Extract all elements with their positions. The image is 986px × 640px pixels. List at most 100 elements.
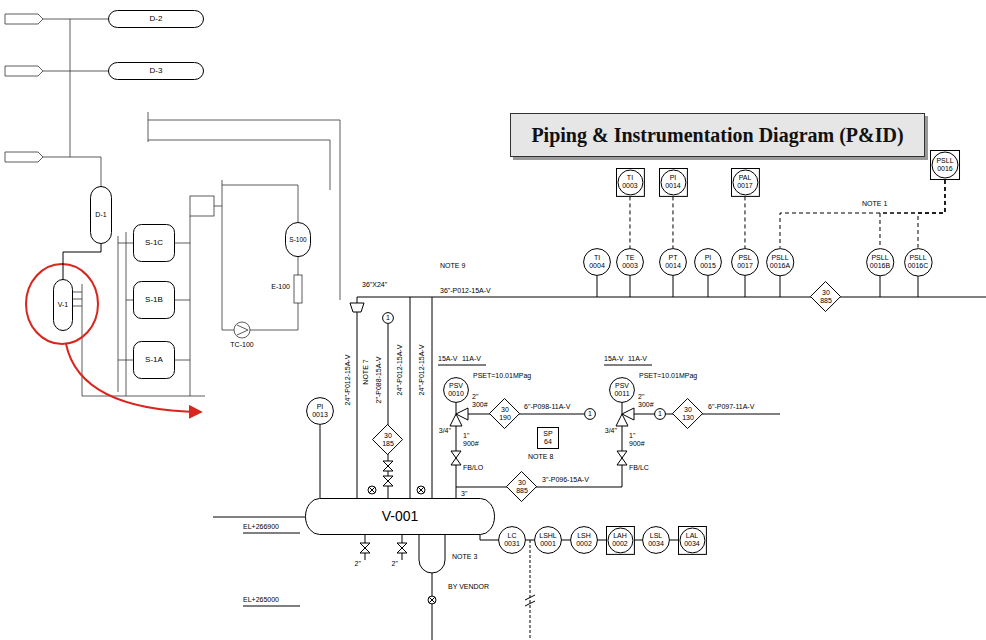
diagram-title: Piping & Instrumentation Diagram (P&ID) bbox=[531, 124, 903, 147]
overview-pipe bbox=[5, 14, 43, 24]
note-text: BY VENDOR bbox=[448, 583, 489, 591]
shape-outline bbox=[661, 170, 686, 195]
overview-pipe bbox=[190, 216, 191, 243]
setpoint-label: PSET=10.01MPag bbox=[639, 372, 697, 380]
instrument-bubble: LSHL0001 bbox=[534, 526, 562, 554]
tag-text: 0016 bbox=[937, 165, 953, 173]
size-label: 1" bbox=[463, 432, 469, 440]
tag-text: 30 bbox=[384, 432, 392, 440]
instrument-bubble: PSV0010 bbox=[443, 377, 469, 403]
line-number: 24"-P012-15A-V bbox=[396, 345, 404, 396]
shape-outline bbox=[608, 528, 633, 553]
vessel-shape: V-001 bbox=[305, 498, 495, 535]
overview-pipe bbox=[43, 19, 108, 20]
shape-outline bbox=[134, 282, 175, 319]
size-label: 36"X24" bbox=[362, 281, 387, 289]
tag-text: V-1 bbox=[58, 301, 69, 309]
tag-text: PI bbox=[705, 254, 712, 262]
process-pipe bbox=[432, 573, 433, 640]
tag-text: 0003 bbox=[622, 262, 638, 270]
line-number: 24"-P012-15A-V bbox=[418, 345, 426, 396]
shape-outline bbox=[109, 11, 204, 28]
shared-display-instrument: PSLL0016 bbox=[930, 150, 960, 180]
tag-text: 30 bbox=[822, 289, 830, 297]
process-pipe bbox=[360, 543, 370, 553]
process-pipe bbox=[350, 303, 364, 312]
process-pipe bbox=[428, 596, 436, 604]
overview-pipe bbox=[250, 257, 298, 330]
rating-label: 900# bbox=[629, 440, 645, 448]
instrument-bubble: PSLL0016B bbox=[866, 248, 894, 276]
rating-label: 300# bbox=[472, 401, 488, 409]
instrument-bubble: PT0014 bbox=[659, 248, 687, 276]
line-spec-diamond: 30885 bbox=[810, 281, 841, 312]
tag-text: 30 bbox=[501, 406, 509, 414]
special-item-box: SP64 bbox=[537, 427, 559, 449]
filter-shape: S-1A bbox=[133, 341, 175, 379]
off-page-connector: 1 bbox=[382, 312, 394, 324]
process-pipe bbox=[525, 595, 535, 606]
tag-text: PI bbox=[670, 174, 677, 182]
overview-pipe bbox=[5, 152, 43, 162]
shape-outline bbox=[643, 527, 670, 554]
tag-text: 0016C bbox=[908, 262, 929, 270]
tag-text: S-1A bbox=[145, 356, 163, 365]
instrument-bubble: PSV0011 bbox=[609, 377, 635, 403]
elevation-label: EL+266900 bbox=[243, 523, 279, 531]
process-pipe bbox=[456, 390, 457, 498]
shape-outline bbox=[535, 527, 562, 554]
tag-text: PSLL bbox=[771, 254, 788, 262]
shape-outline bbox=[659, 168, 687, 196]
overview-pipe bbox=[70, 19, 71, 157]
elevation-label: EL+265000 bbox=[243, 596, 279, 604]
signal-line bbox=[780, 180, 945, 248]
instrument-bubble: PI0015 bbox=[694, 248, 722, 276]
instrument-bubble: PSLL0016A bbox=[766, 248, 794, 276]
shape-outline bbox=[733, 170, 758, 195]
size-label: 1" bbox=[629, 432, 635, 440]
tag-text: LSL bbox=[650, 532, 662, 540]
tag-text: D-1 bbox=[95, 211, 106, 219]
off-page-connector: 1 bbox=[584, 408, 596, 420]
overview-pipe bbox=[118, 243, 133, 360]
shape-outline bbox=[134, 225, 175, 262]
size-label: 2" bbox=[355, 560, 361, 568]
size-label: 2" bbox=[638, 393, 644, 401]
shared-display-instrument: TI0003 bbox=[616, 168, 645, 197]
shape-outline bbox=[932, 152, 958, 178]
shape-outline bbox=[617, 249, 644, 276]
tag-text: LSH bbox=[577, 532, 591, 540]
tag-text: 1 bbox=[588, 410, 592, 418]
line-number: 6"-P097-11A-V bbox=[708, 403, 754, 411]
note-text: NOTE 8 bbox=[528, 453, 553, 461]
tag-text: PSLL bbox=[871, 254, 888, 262]
process-pipe bbox=[383, 476, 393, 486]
line-class: 15A-V bbox=[438, 355, 457, 363]
tag-text: D-3 bbox=[150, 67, 163, 76]
line-number: 24"-P012-15A-V bbox=[344, 355, 352, 406]
process-pipe bbox=[432, 297, 433, 498]
shape-outline bbox=[373, 425, 403, 455]
vessel-shape: D-3 bbox=[108, 62, 204, 80]
shape-outline bbox=[678, 526, 706, 554]
off-page-connector: 1 bbox=[654, 408, 666, 420]
instrument-bubble: PI0013 bbox=[306, 397, 334, 425]
tag-text: 0002 bbox=[612, 540, 628, 548]
tag-text: SP bbox=[543, 430, 552, 438]
tag-text: 190 bbox=[499, 414, 511, 422]
line-number: 36"-P012-15A-V bbox=[440, 287, 491, 295]
signal-line bbox=[918, 180, 945, 248]
tag-text: 0014 bbox=[665, 182, 681, 190]
line-class: 15A-V bbox=[604, 355, 623, 363]
size-label: 2" bbox=[472, 393, 478, 401]
tag-text: 185 bbox=[382, 440, 394, 448]
line-spec-diamond: 30185 bbox=[372, 424, 403, 455]
callout-mark bbox=[26, 264, 98, 344]
overview-pipe bbox=[175, 243, 190, 396]
tag-text: 0001 bbox=[540, 540, 556, 548]
shape-outline bbox=[306, 499, 495, 535]
line-number: 3"-P096-15A-V bbox=[542, 476, 589, 484]
tag-text: 0011 bbox=[614, 390, 629, 398]
process-pipe bbox=[383, 461, 393, 471]
tag-text: 64 bbox=[544, 438, 552, 446]
